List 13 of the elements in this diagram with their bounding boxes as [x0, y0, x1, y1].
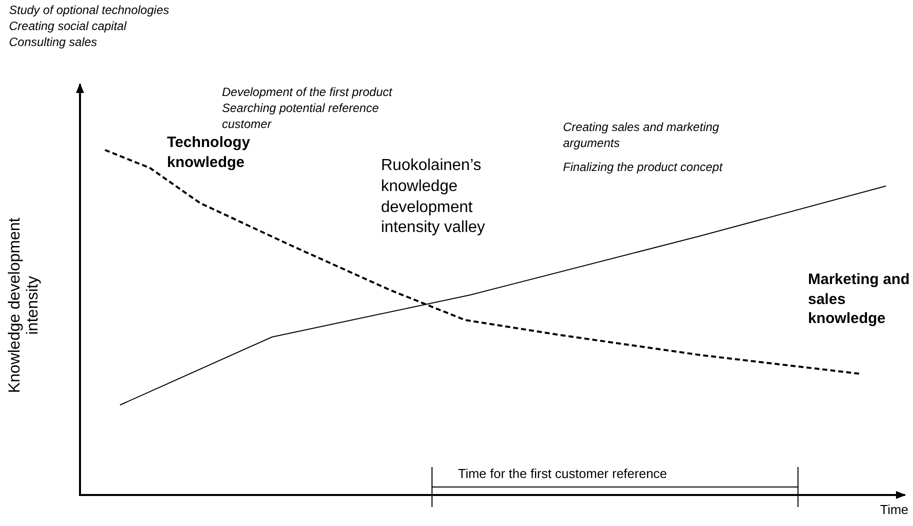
curve-label: Marketing and sales knowledge: [808, 271, 910, 327]
note-text: Development of the first product: [222, 85, 392, 99]
note-text: Study of optional technologies: [9, 3, 170, 17]
note-text: Finalizing the product concept: [563, 160, 722, 174]
axis-title: Time: [880, 502, 908, 517]
dimension-label: Time for the first customer reference: [458, 466, 668, 481]
note-text: Creating sales and marketing arguments: [563, 120, 720, 150]
note-text: Searching potential reference customer: [222, 101, 379, 131]
note-text: Creating social capital: [9, 19, 126, 33]
note-text: Consulting sales: [9, 35, 98, 49]
annotation-text: Ruokolainen’s knowledge development intensity valley: [381, 157, 486, 236]
curve-label: Technology knowledge: [167, 134, 250, 170]
axis-title: Knowledge development intensity: [6, 218, 42, 394]
